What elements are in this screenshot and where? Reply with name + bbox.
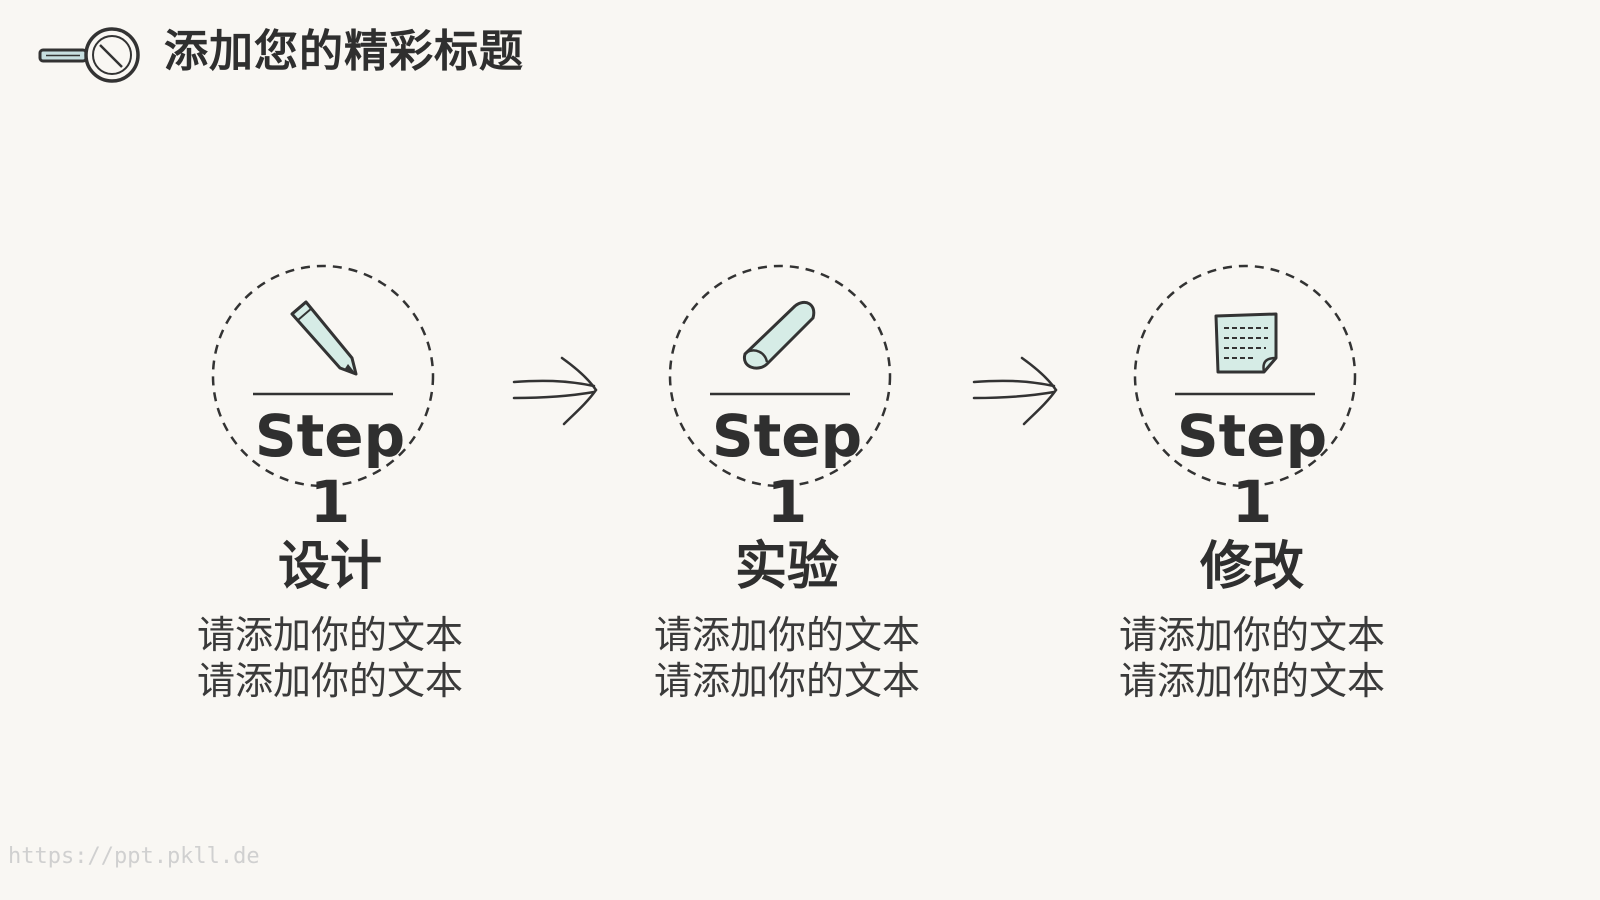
step-title: Step bbox=[711, 402, 863, 470]
step-number: 1 bbox=[309, 468, 351, 536]
step-description: 请添加你的文本 请添加你的文本 bbox=[1102, 612, 1402, 704]
step-circle bbox=[668, 264, 892, 488]
step-description-line: 请添加你的文本 bbox=[196, 659, 463, 703]
step-title: Step bbox=[1176, 402, 1328, 470]
magnifier-icon bbox=[38, 27, 140, 83]
step-card-revise: Step 1 修改 请添加你的文本 请添加你的文本 bbox=[1102, 0, 1402, 900]
step-name: 实验 bbox=[734, 537, 839, 597]
step-title: Step bbox=[254, 402, 406, 470]
step-circle bbox=[211, 264, 435, 488]
arrow-right-icon bbox=[972, 356, 1058, 426]
step-description-line: 请添加你的文本 bbox=[653, 613, 920, 657]
watermark-url: https://ppt.pkll.de bbox=[8, 844, 260, 869]
step-description: 请添加你的文本 请添加你的文本 bbox=[180, 612, 480, 704]
step-name: 修改 bbox=[1199, 537, 1304, 597]
arrow-right-icon bbox=[512, 356, 598, 426]
eraser-icon bbox=[742, 301, 816, 370]
step-number: 1 bbox=[1231, 468, 1273, 536]
step-description-line: 请添加你的文本 bbox=[196, 613, 463, 657]
step-description-line: 请添加你的文本 bbox=[1118, 659, 1385, 703]
sticky-note-icon bbox=[1214, 312, 1278, 374]
step-card-design: Step 1 设计 请添加你的文本 请添加你的文本 bbox=[180, 0, 480, 900]
step-number: 1 bbox=[766, 468, 808, 536]
step-description: 请添加你的文本 请添加你的文本 bbox=[637, 612, 937, 704]
pencil-icon bbox=[290, 300, 358, 376]
page-title: 添加您的精彩标题 bbox=[164, 26, 524, 77]
step-name: 设计 bbox=[277, 537, 382, 597]
step-description-line: 请添加你的文本 bbox=[653, 659, 920, 703]
step-description-line: 请添加你的文本 bbox=[1118, 613, 1385, 657]
step-circle bbox=[1133, 264, 1357, 488]
step-card-experiment: Step 1 实验 请添加你的文本 请添加你的文本 bbox=[637, 0, 937, 900]
